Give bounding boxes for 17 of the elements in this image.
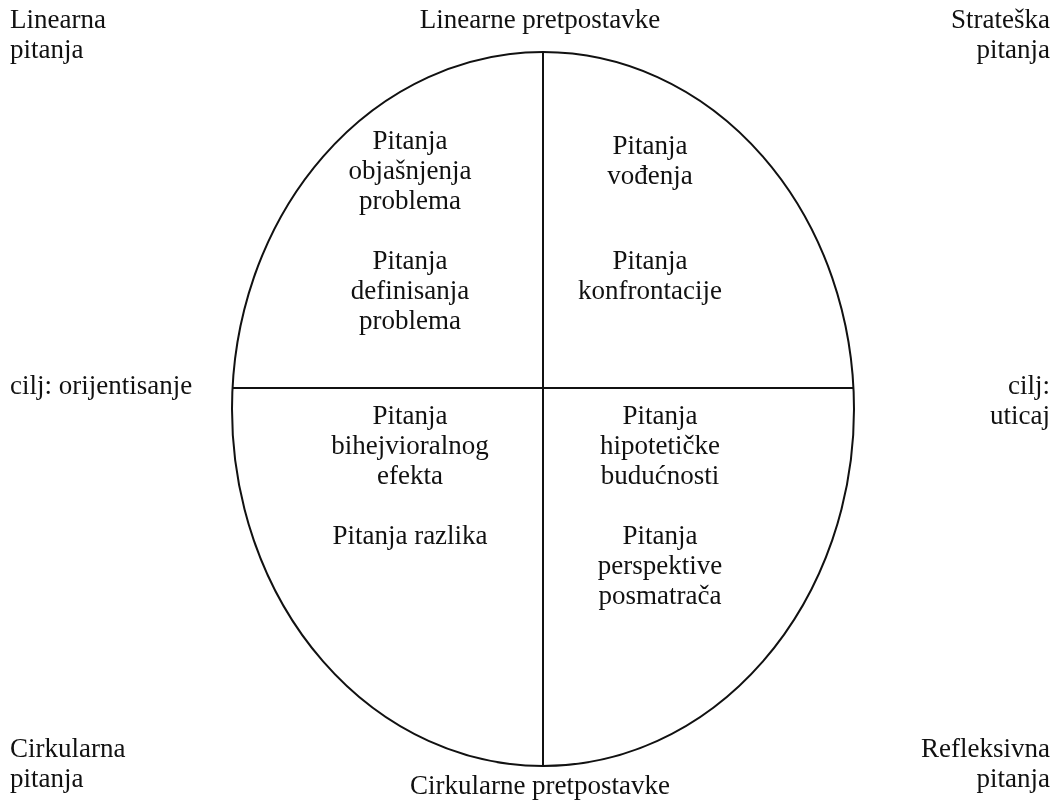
- question-type-text: Pitanja vođenja: [606, 130, 694, 190]
- axis-label: Linearne pretpostavke: [418, 4, 662, 34]
- question-type-text: Pitanja perspektive posmatrača: [596, 520, 724, 610]
- question-type-text: Pitanja objašnjenja problema: [347, 125, 473, 215]
- quadrant-circle: [230, 50, 856, 768]
- corner-label: Refleksivna pitanja: [920, 733, 1050, 793]
- corner-label: Linearna pitanja: [10, 4, 107, 64]
- goal-label: cilj: uticaj: [989, 370, 1050, 430]
- corner-label: Cirkularna pitanja: [10, 733, 127, 793]
- goal-label: cilj: orijentisanje: [10, 370, 194, 400]
- question-type-text: Pitanja definisanja problema: [349, 245, 471, 335]
- question-type-text: Pitanja hipotetičke budućnosti: [599, 400, 721, 490]
- question-type-text: Pitanja bihejvioralnog efekta: [330, 400, 490, 490]
- question-type-text: Pitanja konfrontacije: [577, 245, 723, 305]
- axis-label: Cirkularne pretpostavke: [408, 770, 672, 800]
- question-type-text: Pitanja razlika: [331, 520, 489, 550]
- corner-label: Strateška pitanja: [950, 4, 1050, 64]
